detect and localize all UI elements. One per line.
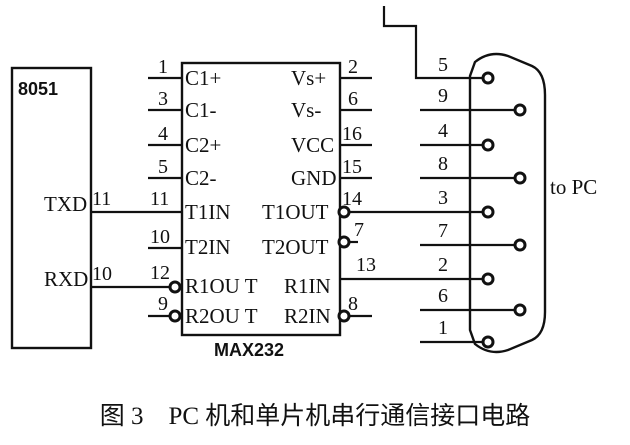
mcu-txd-pin: 11 <box>92 188 111 210</box>
mcu-rxd-label: RXD <box>44 267 88 291</box>
mcu-label: 8051 <box>18 79 58 99</box>
pin-12-node <box>168 280 182 294</box>
to-pc-label: to PC <box>550 175 597 199</box>
db9-pin-1-dot <box>481 335 495 349</box>
ground-wire <box>382 6 488 80</box>
left-pin-num: 12 <box>150 262 170 284</box>
db9-pin-2-dot <box>481 272 495 286</box>
right-pin-name: R2IN <box>284 304 331 328</box>
left-pin-num: 3 <box>158 88 168 110</box>
left-pin-num: 10 <box>150 226 170 248</box>
left-pin-num: 1 <box>158 56 168 78</box>
left-pin-num: 5 <box>158 156 168 178</box>
left-pin-name: C1+ <box>185 66 221 90</box>
mcu-txd-label: TXD <box>44 192 87 216</box>
pin-8-node <box>337 309 351 323</box>
db9-pin-9-dot <box>513 103 527 117</box>
right-pin-name: Vs- <box>291 98 321 122</box>
db9-pin-5-dot <box>481 71 495 85</box>
serial-wires <box>340 6 488 281</box>
db9-shell <box>468 52 547 354</box>
right-pin-num: 6 <box>348 88 358 110</box>
db9-pin-num: 6 <box>438 285 448 307</box>
db9-pin-num: 8 <box>438 153 448 175</box>
mcu-rxd-pin: 10 <box>92 263 112 285</box>
db9-pin-num: 7 <box>438 220 448 242</box>
db9-pin-num: 9 <box>438 85 448 107</box>
mcu-body <box>10 66 93 350</box>
db9-pin-7-dot <box>513 238 527 252</box>
left-pin-name: C2+ <box>185 133 221 157</box>
mcu-wires <box>91 210 182 289</box>
right-pin-num: 13 <box>356 254 376 276</box>
left-pin-name: T1IN <box>185 200 231 224</box>
right-pin-num: 14 <box>342 188 362 210</box>
db9-pin-num: 3 <box>438 187 448 209</box>
pin-9-node <box>168 309 182 323</box>
right-pin-num: 2 <box>348 56 358 78</box>
db9-pin-num: 5 <box>438 54 448 76</box>
left-pin-name: C1- <box>185 98 217 122</box>
right-pin-name: T1OUT <box>262 200 329 224</box>
left-pin-name: T2IN <box>185 235 231 259</box>
left-pin-num: 4 <box>158 123 168 145</box>
right-pin-name: Vs+ <box>291 66 326 90</box>
max232-label: MAX232 <box>214 340 284 360</box>
right-pin-name: T2OUT <box>262 235 329 259</box>
right-pin-num: 15 <box>342 156 362 178</box>
right-pin-name: R1IN <box>284 274 331 298</box>
db9-connector: 5 9 4 8 3 7 2 6 1 to PC <box>420 52 597 354</box>
left-pin-name: C2- <box>185 166 217 190</box>
figure-caption: 图 3 PC 机和单片机串行通信接口电路 <box>100 402 531 430</box>
left-pin-num: 9 <box>158 293 168 315</box>
max232-body <box>180 61 342 337</box>
db9-pin-num: 4 <box>438 120 448 142</box>
right-pin-num: 7 <box>354 219 364 241</box>
left-pin-name: R2OU T <box>185 304 258 328</box>
max232-chip: MAX232 1 3 4 5 11 10 12 9 C1+ C1- C2+ C2… <box>148 56 376 360</box>
db9-pin-6-dot <box>513 303 527 317</box>
db9-pin-3-dot <box>481 205 495 219</box>
db9-pin-4-dot <box>481 138 495 152</box>
right-pin-num: 16 <box>342 123 362 145</box>
db9-pin-8-dot <box>513 171 527 185</box>
right-pin-name: GND <box>291 166 337 190</box>
right-pin-num: 8 <box>348 293 358 315</box>
db9-pin-num: 1 <box>438 317 448 339</box>
left-pin-num: 11 <box>150 188 169 210</box>
left-pin-name: R1OU T <box>185 274 258 298</box>
right-pin-name: VCC <box>291 133 334 157</box>
mcu-8051: 8051 TXD 11 RXD 10 <box>10 66 112 350</box>
pin-7-node <box>337 235 351 249</box>
db9-pin-num: 2 <box>438 254 448 276</box>
